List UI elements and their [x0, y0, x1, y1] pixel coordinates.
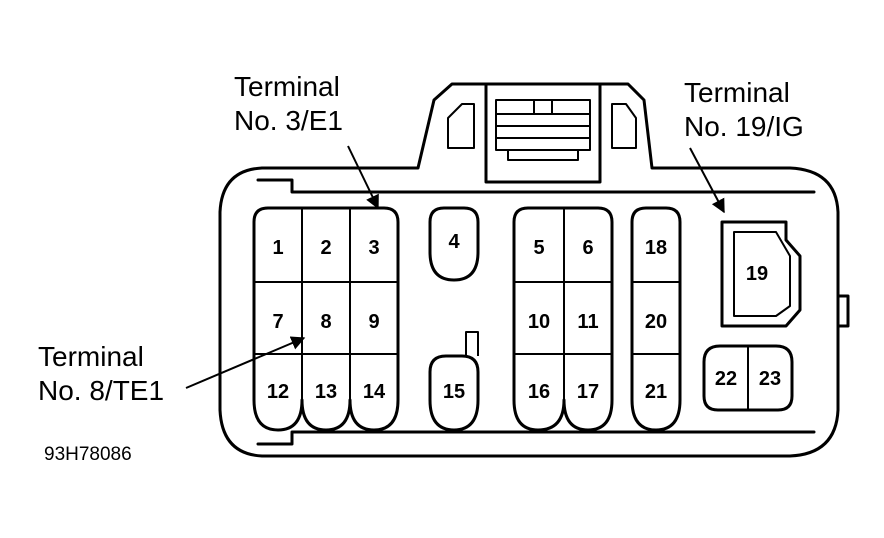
pin-labels: 1 2 3 4 5 6 7 8 9 10 11 12 13 14 15 16 1…: [267, 231, 781, 403]
pin-cavity-15: [428, 331, 480, 432]
pin-label: 20: [645, 311, 667, 333]
pin-label: 9: [368, 311, 379, 333]
pin-label: 3: [368, 237, 379, 259]
pin-label: 16: [528, 381, 550, 403]
pin-label: 1: [272, 237, 283, 259]
callout-te1-arrow: [185, 336, 306, 389]
connector-side-tab: [836, 294, 850, 328]
callout-e1-arrow: [347, 145, 379, 210]
callout-ig-line1: Terminal: [684, 77, 790, 108]
pin-label: 10: [528, 311, 550, 333]
pin-label: 18: [645, 237, 667, 259]
callout-te1: Terminal No. 8/TE1: [38, 336, 306, 406]
pin-block-left: [252, 206, 400, 432]
pin-label: 23: [759, 368, 781, 390]
callout-e1-line1: Terminal: [234, 71, 340, 102]
callout-e1: Terminal No. 3/E1: [234, 71, 379, 210]
callout-ig: Terminal No. 19/IG: [684, 77, 804, 214]
pin-label: 4: [448, 231, 460, 253]
pin-label: 19: [746, 263, 768, 285]
pin-label: 21: [645, 381, 667, 403]
pin-label: 7: [272, 311, 283, 333]
pin-label: 6: [582, 237, 593, 259]
pin-label: 5: [533, 237, 544, 259]
pin-cavity-4: [428, 206, 480, 282]
pin-label: 11: [577, 311, 598, 333]
pin-label: 15: [443, 381, 465, 403]
pin-label: 22: [715, 368, 737, 390]
callout-ig-line2: No. 19/IG: [684, 111, 804, 142]
callout-te1-line2: No. 8/TE1: [38, 375, 164, 406]
pin-block-middle: [512, 206, 614, 432]
pin-label: 12: [267, 381, 289, 403]
pin-label: 2: [320, 237, 331, 259]
pin-label: 17: [577, 381, 599, 403]
pin-label: 13: [315, 381, 337, 403]
callout-ig-arrow: [689, 147, 725, 214]
figure-code: 93H78086: [44, 444, 132, 465]
pin-cavity-19: [720, 220, 802, 328]
pin-block-right: [630, 206, 682, 432]
callout-te1-line1: Terminal: [38, 341, 144, 372]
connector-latch: [447, 82, 637, 184]
pin-block-22-23: [702, 344, 794, 412]
pin-label: 14: [363, 381, 386, 403]
callout-e1-line2: No. 3/E1: [234, 105, 343, 136]
connector-housing: [218, 82, 840, 458]
pin-label: 8: [320, 311, 331, 333]
